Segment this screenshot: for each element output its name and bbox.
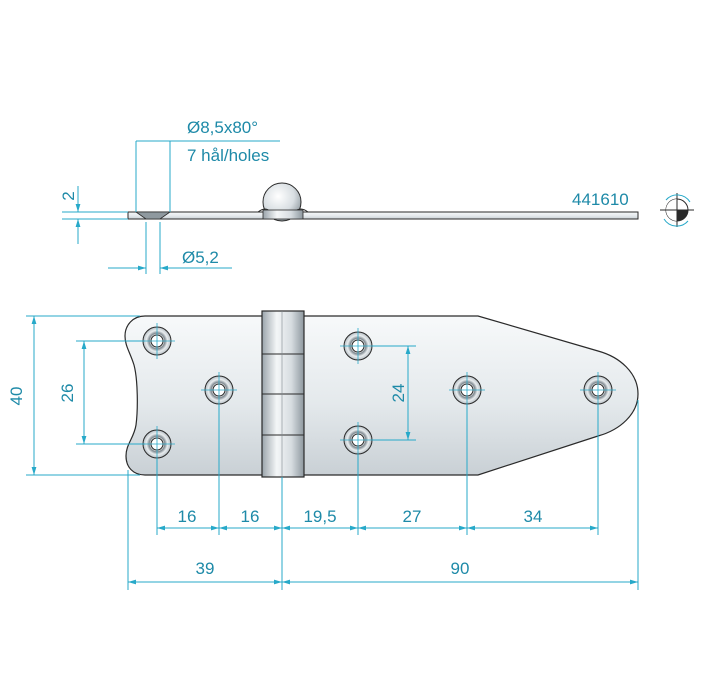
dim-hole-diameter: Ø5,2 — [182, 248, 219, 267]
dim-hole-spec: Ø8,5x80° — [187, 118, 258, 137]
dim-hole-spacing-left: 26 — [58, 384, 77, 403]
dim-row-5: 34 — [524, 507, 543, 526]
projection-symbol-icon — [660, 193, 694, 227]
side-plate — [127, 211, 639, 220]
dim-row-1: 16 — [178, 507, 197, 526]
top-view — [124, 310, 639, 478]
dim-thickness: 2 — [59, 191, 78, 200]
side-countersink — [134, 211, 172, 220]
side-view-dimensions: 2 Ø8,5x80° 7 hål/holes Ø5,2 441610 — [59, 118, 629, 274]
dim-row-4: 27 — [403, 507, 422, 526]
dim-hole-spacing-right: 24 — [389, 384, 408, 403]
dim-hole-count: 7 hål/holes — [187, 146, 269, 165]
dim-row-2: 16 — [241, 507, 260, 526]
dim-right-leaf: 90 — [451, 559, 470, 578]
dim-height-overall: 40 — [7, 387, 26, 406]
top-view-dimensions: 40 26 24 16 16 19,5 2 — [7, 315, 639, 590]
dim-left-leaf: 39 — [196, 559, 215, 578]
part-number: 441610 — [572, 190, 629, 209]
side-knuckle-base — [262, 209, 304, 220]
dim-row-3: 19,5 — [303, 507, 336, 526]
side-view — [127, 182, 639, 222]
